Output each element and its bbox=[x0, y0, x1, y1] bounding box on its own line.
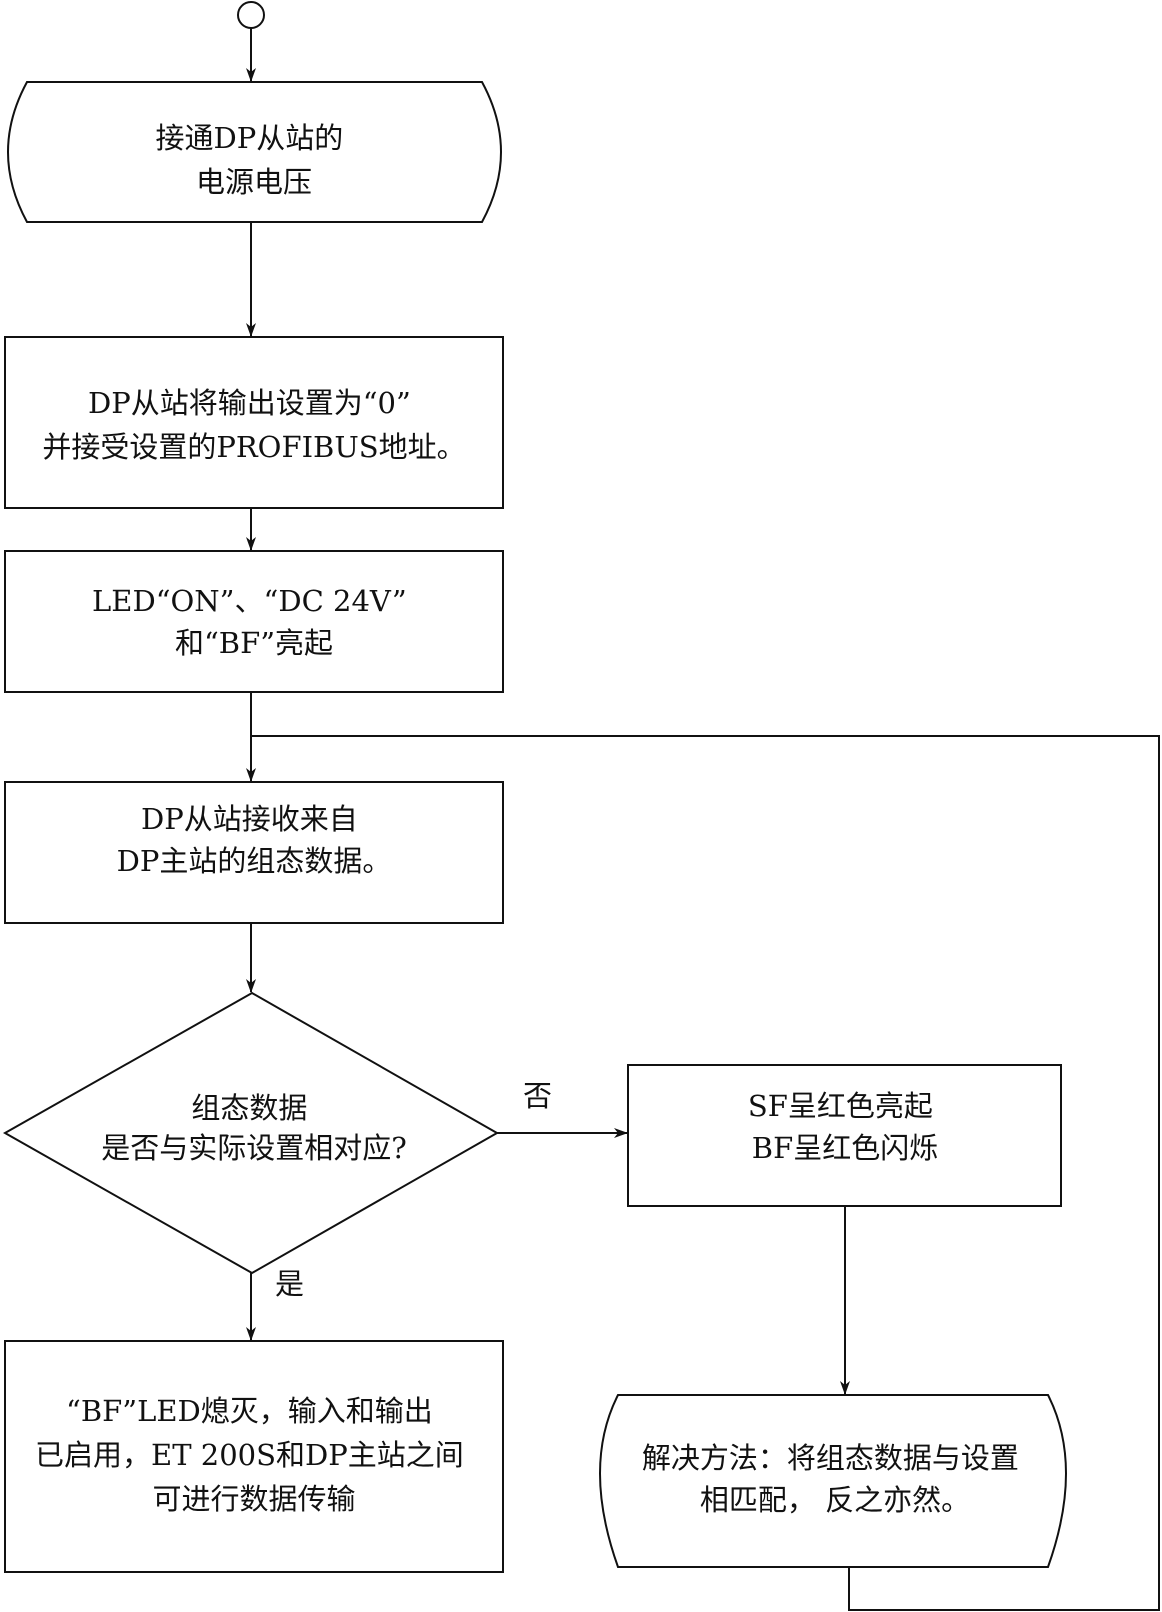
error-state-line-2: BF呈红色闪烁 bbox=[752, 1131, 938, 1165]
data-exchange-box bbox=[4, 1340, 504, 1573]
power-on-terminal bbox=[7, 81, 502, 223]
receive-config-box bbox=[4, 781, 504, 924]
data-exchange-line-1: “BF”LED熄灭，输入和输出 bbox=[66, 1394, 433, 1428]
decision-line-1: 组态数据 bbox=[191, 1091, 307, 1125]
receive-config-line-2: DP主站的组态数据。 bbox=[117, 844, 392, 878]
svg-text:SF呈红色亮起 BF呈红色闪烁: SF呈红色亮起 BF呈红色闪烁 bbox=[748, 1089, 942, 1165]
decision-line-2: 是否与实际设置相对应? bbox=[101, 1131, 407, 1165]
leds-on-line-1: LED“ON”、“DC 24V” bbox=[92, 584, 407, 618]
error-state-line-1: SF呈红色亮起 bbox=[748, 1089, 933, 1123]
solution-terminal bbox=[599, 1394, 1067, 1568]
start-node bbox=[237, 1, 265, 29]
power-on-line-2: 电源电压 bbox=[196, 165, 312, 199]
svg-text:解决方法：将组态数据与设置 相匹配， 反之亦然。: 解决方法：将组态数据与设置 相匹配， 反之亦然。 bbox=[642, 1441, 1028, 1517]
data-exchange-line-2: 已启用，ET 200S和DP主站之间 bbox=[35, 1438, 464, 1472]
svg-text:DP从站将输出设置为“0” 并接受设置的PROFIB: DP从站将输出设置为“0” 并接受设置的PROFIBUS地址。 bbox=[42, 386, 465, 464]
data-exchange-line-3: 可进行数据传输 bbox=[152, 1482, 355, 1516]
svg-text:“BF”LED熄灭，输入和输出 已启用，ET 200: “BF”LED熄灭，输入和输出 已启用，ET 200S和DP主站之间 可进行数据… bbox=[35, 1394, 473, 1516]
solution-line-1: 解决方法：将组态数据与设置 bbox=[642, 1441, 1019, 1475]
branch-label-yes: 是 bbox=[275, 1267, 304, 1301]
leds-on-box bbox=[4, 550, 504, 693]
leds-on-line-2: 和“BF”亮起 bbox=[175, 626, 333, 660]
branch-label-no: 否 bbox=[523, 1079, 552, 1113]
loop-back-line bbox=[251, 735, 1160, 1611]
receive-config-line-1: DP从站接收来自 bbox=[141, 802, 358, 836]
set-outputs-line-1: DP从站将输出设置为“0” bbox=[88, 386, 411, 420]
svg-text:接通DP从站的 电源电压: 接通DP从站的 电源电压 bbox=[156, 121, 353, 199]
set-outputs-box bbox=[4, 336, 504, 509]
svg-text:LED“ON”、“DC 24V” 和“BF”亮起: LED“ON”、“DC 24V” 和“BF”亮起 bbox=[92, 584, 416, 660]
power-on-line-1: 接通DP从站的 bbox=[156, 121, 344, 155]
set-outputs-line-2: 并接受设置的PROFIBUS地址。 bbox=[42, 430, 465, 464]
svg-text:DP从站接收来自 DP主站的组态数据。: DP从站接收来自 DP主站的组态数据。 bbox=[117, 802, 392, 878]
svg-text:组态数据 是否与实际设置相对应?: 组态数据 是否与实际设置相对应? bbox=[101, 1091, 407, 1165]
solution-line-2: 相匹配， 反之亦然。 bbox=[700, 1483, 970, 1517]
